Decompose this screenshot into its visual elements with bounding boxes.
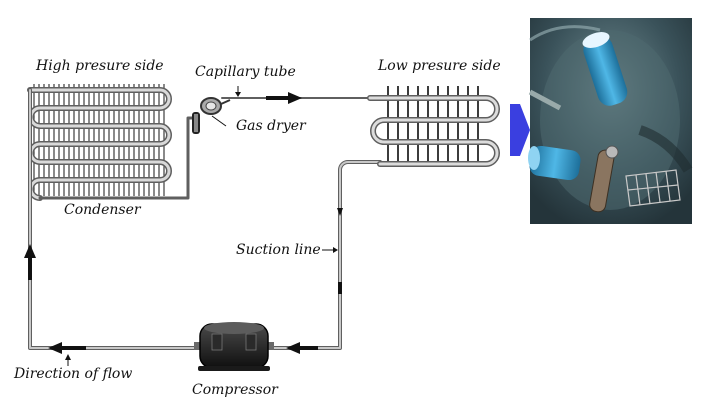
arrow-capillary [266, 92, 302, 104]
arrow-bottom-left [48, 342, 86, 354]
freezer-photo [528, 18, 693, 224]
wire-basket [625, 169, 681, 207]
flow-arrows [24, 92, 343, 354]
arrow-suction-down [337, 208, 343, 216]
compressor-unit [194, 322, 274, 371]
leader-lines [65, 86, 338, 366]
high-pressure-side-label: High presure side [36, 58, 164, 74]
capillary-tube-label: Capillary tube [195, 64, 296, 80]
direction-of-flow-label: Direction of flow [14, 366, 133, 382]
cooling-output-arrow [510, 104, 530, 156]
gas-dryer-label: Gas dryer [236, 118, 306, 134]
blue-sample-tube-lower [528, 145, 581, 181]
gas-dryer [192, 97, 231, 134]
blue-sample-tube-upper [582, 32, 628, 106]
condenser-coil [27, 84, 172, 201]
suction-line-label: Suction line [236, 242, 321, 258]
compressor-label: Compressor [192, 382, 278, 398]
arrow-left-vertical [24, 244, 36, 280]
suction-marker [338, 282, 342, 294]
probe-handle [589, 145, 619, 213]
condenser-label: Condenser [64, 202, 141, 218]
arrow-bottom-right [286, 342, 318, 354]
low-pressure-side-label: Low presure side [378, 58, 501, 74]
evaporator-coil [367, 86, 500, 167]
